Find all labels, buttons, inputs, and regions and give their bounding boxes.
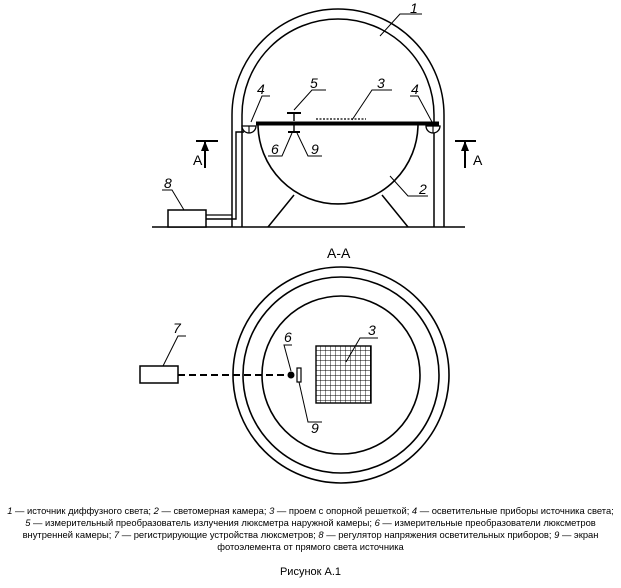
figure-legend: 1 — источник диффузного света; 2 — свето… [4, 505, 617, 553]
plan-dome-inner [242, 276, 440, 474]
leader-9 [296, 132, 322, 157]
leader-4-left [250, 95, 270, 123]
plan-callout-6: 6 [284, 329, 292, 345]
legend-text: — регулятор напряжения осветительных при… [323, 529, 555, 540]
plan-screen-9 [296, 367, 302, 383]
plan-opening-grid [315, 345, 372, 404]
callout-6: 6 [271, 141, 279, 157]
plan-leader-7 [162, 335, 186, 367]
callout-2: 2 [418, 181, 427, 197]
leader-6 [268, 132, 293, 157]
legend-text: — светомерная камера; [158, 505, 270, 516]
legend-number: 8 [318, 529, 324, 540]
plan-leader-6 [283, 344, 292, 372]
leader-2 [389, 175, 428, 197]
recording-device-box [139, 365, 179, 384]
leader-1 [379, 13, 422, 37]
regulator-cable [206, 131, 244, 220]
callout-9: 9 [311, 141, 319, 157]
legend-text: — измерительный преобразователь излучени… [30, 517, 375, 528]
legend-number: 4 [411, 505, 418, 516]
legend-number: 1 [7, 505, 13, 516]
leader-4-right [410, 95, 433, 123]
section-title: А-А [327, 245, 351, 261]
sphere-chamber [257, 123, 419, 205]
sphere-stand [267, 194, 409, 228]
legend-text: — осветительные приборы источника света; [417, 505, 614, 516]
callout-4-right: 4 [411, 81, 419, 97]
plan-callout-9: 9 [311, 420, 319, 436]
legend-text: — проем с опорной решеткой; [274, 505, 412, 516]
legend-text: — источник диффузного света; [12, 505, 154, 516]
plan-view [139, 266, 450, 484]
elevation-view [152, 8, 476, 228]
legend-text: — экран фотоэлемента от прямого света ис… [217, 529, 599, 552]
plan-leader-3 [345, 337, 378, 363]
leader-8 [162, 189, 185, 211]
leader-3 [351, 89, 392, 121]
plan-callout-3: 3 [368, 322, 376, 338]
plan-sensor-6 [287, 371, 295, 379]
leader-5 [293, 89, 326, 111]
apparatus-diagram: 1 3 4 4 5 6 9 2 8 А А А-А 7 6 3 9 [139, 0, 483, 484]
plan-leader-9 [298, 381, 322, 423]
legend-text: — регистрирующие устройства люксметров; [119, 529, 319, 540]
figure-caption: Рисунок А.1 [279, 566, 342, 578]
legend-number: 2 [153, 505, 159, 516]
opening-bar [256, 121, 439, 126]
plan-callout-7: 7 [173, 320, 182, 336]
legend-number: 5 [25, 517, 31, 528]
callout-4-left: 4 [257, 81, 265, 97]
legend-number: 3 [269, 505, 275, 516]
dome-outer [231, 8, 445, 227]
legend-number: 6 [374, 517, 380, 528]
legend-number: 9 [554, 529, 560, 540]
legend-text: — измерительные преобразователи люксметр… [22, 517, 596, 540]
callout-8: 8 [164, 175, 172, 191]
section-label-left: А [193, 152, 203, 168]
legend-number: 7 [113, 529, 120, 540]
dome-inner [241, 18, 435, 227]
callout-1: 1 [410, 0, 418, 16]
section-arrow-right [461, 141, 469, 151]
voltage-regulator-box [167, 209, 207, 228]
callout-3: 3 [377, 75, 385, 91]
section-label-right: А [473, 152, 483, 168]
section-arrow-left [201, 141, 209, 151]
callout-5: 5 [310, 75, 318, 91]
